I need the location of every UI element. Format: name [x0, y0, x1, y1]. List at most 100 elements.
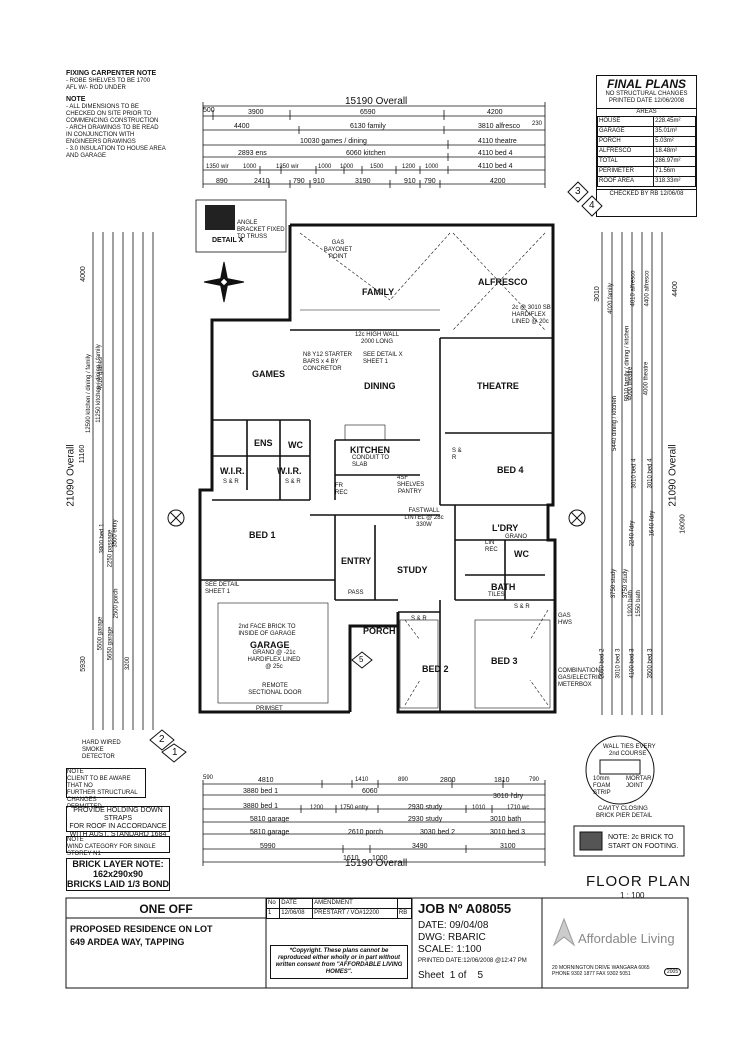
checked-by: CHECKED BY RB 12/06/08 [597, 189, 696, 198]
top-dim-1000a: 1000 [243, 164, 257, 170]
rev-col-by [396, 898, 413, 909]
bottom-dim-590: 590 [203, 775, 214, 781]
bottom-dim-890: 890 [398, 777, 409, 783]
top-dim-1000d: 1000 [425, 164, 439, 170]
brick-note-size: 162x290x90 [92, 869, 144, 879]
bottom-dim-3490: 3490 [412, 843, 428, 850]
room-wc: WC [288, 440, 303, 450]
bottom-dim-entry: 1750 entry [340, 805, 369, 811]
room-bed3: BED 3 [491, 656, 518, 666]
s-r-label-bed4: S & R [452, 448, 462, 461]
right-dim-bath-a: 1920 bath [627, 590, 634, 617]
brick-note-title: BRICK LAYER NOTE: [72, 859, 164, 869]
project-line-1: PROPOSED RESIDENCE ON LOT [70, 924, 213, 934]
top-dim-3190: 3190 [355, 178, 371, 185]
revision-header-row: No DATE AMENDMENT [265, 898, 413, 909]
gas-bayonet-note: GAS BAYONET POINT [323, 240, 353, 260]
top-dim-1500: 1500 [370, 164, 384, 170]
top-dim-bed4-b: 4110 bed 4 [478, 163, 513, 170]
top-dim-890: 890 [216, 178, 228, 185]
right-dim-4400: 4400 [671, 281, 679, 297]
wall-ties-text: 10mm FOAM STRIP [593, 776, 611, 796]
room-games: GAMES [252, 369, 286, 379]
company-phone: PHONE 9302 1877 FAX 9302 5051 [552, 971, 631, 977]
rev-by: RB [396, 908, 413, 919]
right-dim-theatre-b: 4000 theatre [643, 361, 650, 396]
primset-note: PRIMSET [256, 706, 283, 712]
top-dim-500: 500 [203, 107, 215, 114]
top-dim-790b: 790 [424, 178, 436, 185]
top-dim-kitchen: 6060 kitchen [346, 150, 386, 157]
room-kitchen: KITCHEN [350, 445, 390, 455]
right-dim-bed3-b: 3500 bed 3 [647, 648, 654, 679]
section-marker-5: 5 [359, 655, 364, 664]
angle-bracket-note: ANGLE BRACKET FIXED TO TRUSS [237, 220, 285, 240]
rev-col-amendment: AMENDMENT [312, 898, 398, 909]
bottom-dim-1000: 1000 [372, 855, 388, 862]
revision-table: No DATE AMENDMENT 1 12/06/08 PRESTART / … [265, 898, 413, 919]
bottom-dim-1610: 1610 [343, 855, 359, 862]
general-note-line: AND GARAGE [66, 153, 107, 159]
wall-ties-text: WALL TIES EVERY [603, 744, 656, 750]
client-note-line: NOTE [67, 769, 84, 775]
room-theatre: THEATRE [477, 381, 519, 391]
top-dim-ens: 2893 ens [238, 150, 267, 157]
holding-note-line: FOR ROOF IN ACCORDANCE [69, 823, 167, 830]
alfresco-hardiflex-note: 2c @ 3010 SB HARDIFLEX LINED @ 20c [512, 305, 551, 325]
left-dim-garage-b: 5650 garage [107, 626, 114, 661]
general-note-line: IN CONJUNCTION WITH [66, 132, 135, 138]
right-overall-dim: 21090 Overall [667, 444, 679, 507]
fr-rec-label: FR REC [335, 483, 348, 496]
see-detail-x-note: SEE DETAIL X SHEET 1 [363, 352, 403, 365]
right-dim-bath-b: 1550 bath [635, 590, 642, 617]
top-overall-dim: 15190 Overall [345, 96, 408, 107]
left-dim-kdf-a: 12590 kitchen / dining / family [86, 353, 93, 434]
remote-door-note: REMOTE SECTIONAL DOOR [248, 683, 302, 696]
room-bed1: BED 1 [249, 530, 276, 540]
job-printed: PRINTED DATE:12/06/2008 [418, 958, 494, 964]
bottom-dim-wc: 1710 wc [507, 805, 530, 811]
final-plans-title: FINAL PLANS [606, 77, 687, 91]
room-entry: ENTRY [341, 556, 372, 566]
right-dim-dk: 5440 dining / kitchen [612, 395, 619, 452]
bottom-dim-5990: 5990 [260, 843, 276, 850]
fastwall-note: FASTWALL LINTEL @ 28c 330W [404, 508, 444, 528]
company-name: Affordable Living [578, 931, 675, 946]
top-dim-4200b: 4200 [490, 178, 506, 185]
holding-note-line: WITH AUST. STANDARD 1684 [69, 831, 167, 838]
right-dim-3010: 3010 [593, 286, 601, 302]
room-wc2: WC [514, 549, 529, 559]
bottom-dim-bed2: 3030 bed 2 [420, 829, 456, 836]
wall-ties-text: CAVITY CLOSING [598, 806, 648, 812]
top-dim-910a: 910 [313, 178, 325, 185]
detail-x-label: DETAIL X [212, 237, 244, 244]
high-wall-note: 12c HIGH WALL 2000 LONG [354, 332, 400, 345]
revision-row: 1 12/06/08 PRESTART / VO#12200 RB [265, 908, 413, 919]
top-dim-4200: 4200 [487, 109, 503, 116]
top-dim-games-dining: 10030 games / dining [300, 138, 367, 145]
brick-note-bond: BRICKS LAID 1/3 BOND [67, 879, 170, 889]
bottom-dim-garage-b: 5810 garage [250, 829, 290, 836]
right-dim-study-a: 3750 study [611, 568, 618, 599]
general-note-line: - ARCH DRAWINGS TO BE READ [66, 125, 159, 131]
room-ldry: L'DRY [492, 523, 519, 533]
left-dim-11160: 11160 [79, 444, 87, 464]
room-family: FAMILY [362, 287, 395, 297]
bottom-dim-790: 790 [529, 777, 540, 783]
room-study: STUDY [397, 565, 428, 575]
client-note-line: FURTHER STRUCTURAL CHANGES [67, 790, 138, 803]
top-dim-wir: 1350 wir [206, 164, 229, 170]
bottom-dim-6060: 6060 [362, 788, 378, 795]
garage-grano-note: GRANO @ -21c HARDIFLEX LINED @ 25c [247, 650, 301, 670]
tiles-label: TILES [488, 592, 505, 598]
left-dim-5930: 5930 [79, 656, 87, 672]
job-date: DATE: 09/04/08 [418, 920, 489, 931]
smoke-detector-legend: HARD WIRED SMOKE DETECTOR [66, 740, 136, 760]
left-dim-kdf-b: 11250 kitchen / dining / family [95, 344, 102, 423]
north-arrow-icon [203, 261, 245, 303]
job-printed-time: @12:47 PM [495, 958, 527, 964]
pantry-label: PANTRY [398, 489, 422, 495]
top-dim-6590: 6590 [360, 109, 376, 116]
top-dim-family: 6130 family [350, 123, 386, 130]
left-dim-4000: 4000 [79, 266, 87, 282]
